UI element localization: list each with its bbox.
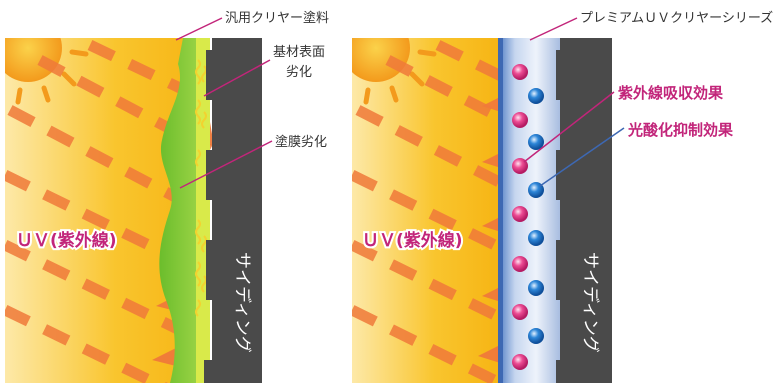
left-film-label: 塗膜劣化 [275, 134, 327, 150]
right-effect-uv-absorb: 紫外線吸収効果 [618, 84, 724, 102]
photo-stabilizer-particle [528, 134, 544, 150]
right-sun-icon [352, 38, 437, 105]
uv-absorber-particle [512, 354, 528, 370]
photo-stabilizer-particle [528, 328, 544, 344]
left-siding-wall [204, 38, 262, 383]
uv-absorber-particle [512, 304, 528, 320]
left-substrate-label-line2: 劣化 [286, 65, 312, 80]
left-substrate-leader [203, 59, 271, 97]
right-uv-label: ＵＶ(紫外線) [362, 230, 463, 251]
left-coating-label: 汎用クリヤー塗料 [225, 10, 329, 26]
photo-stabilizer-particle [528, 280, 544, 296]
right-coating-leader [529, 17, 578, 41]
left-uv-label: ＵＶ(紫外線) [16, 230, 117, 251]
photo-stabilizer-particle [528, 230, 544, 246]
uv-absorber-particle [512, 256, 528, 272]
right-coating-edge [498, 38, 503, 383]
left-coating-leader [175, 17, 223, 41]
right-sky-background [352, 38, 502, 383]
right-siding-wall [556, 38, 612, 383]
right-siding-label: サイディング [580, 252, 601, 353]
left-degradation-marks [195, 59, 207, 317]
uv-absorber-particle [512, 112, 528, 128]
right-coating-label: プレミアムＵＶクリヤーシリーズ [580, 10, 773, 26]
left-siding-label: サイディング [232, 252, 253, 353]
left-panel [5, 38, 262, 383]
left-sun-icon [5, 38, 89, 105]
photo-stabilizer-particle [528, 88, 544, 104]
right-effect-photo-oxidation-leader [539, 127, 625, 187]
left-generic-coating-layer [159, 38, 208, 383]
left-film-leader [179, 140, 273, 189]
right-panel [352, 38, 612, 383]
right-effect-photo-oxidation: 光酸化抑制効果 [627, 121, 734, 139]
uv-absorber-particle [512, 206, 528, 222]
uv-absorber-particle [512, 64, 528, 80]
right-effect-uv-absorb-leader [523, 91, 615, 163]
left-substrate-label-line1: 基材表面 [273, 45, 325, 60]
right-uv-rays [352, 40, 508, 383]
